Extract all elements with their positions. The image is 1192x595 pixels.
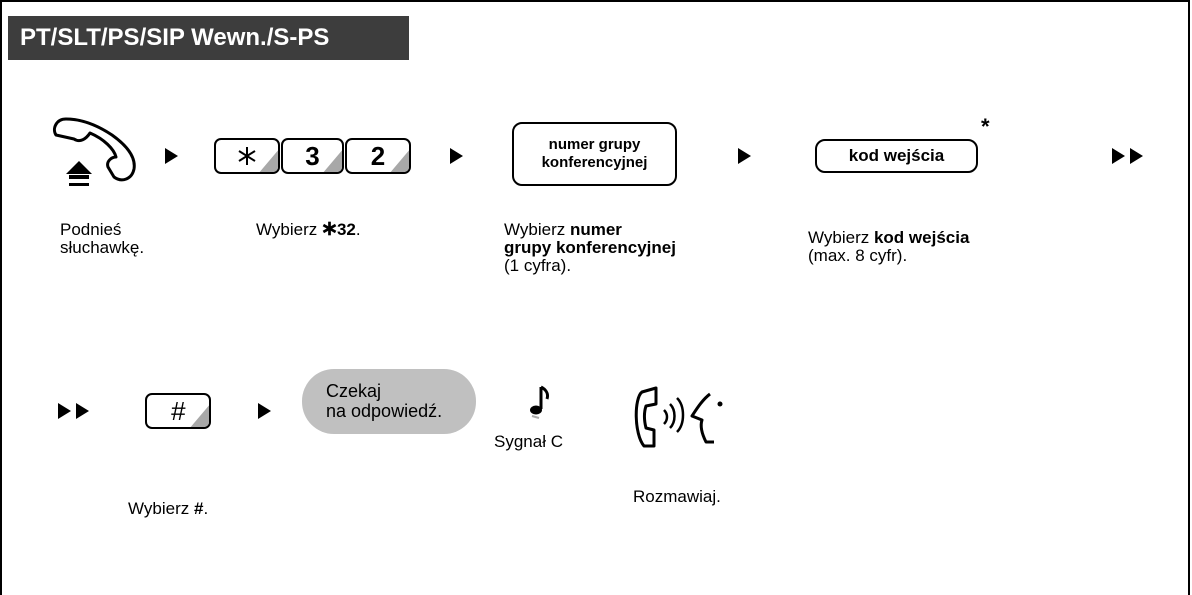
access-code-label: kod wejścia [848, 146, 945, 165]
double-arrow-1a [1112, 148, 1125, 164]
asterisk-icon [322, 221, 337, 236]
asterisk-icon [238, 147, 256, 165]
caption-offhook: Podnieś słuchawkę. [60, 220, 145, 257]
group-box-line1: numer grupy [548, 136, 641, 153]
key-3-label: 3 [305, 140, 320, 171]
caption-dial-star32: Wybierz 32. [256, 220, 361, 239]
arrow-1 [165, 148, 178, 164]
caption-group-number: Wybierz numer grupy konferencyjnej (1 cy… [504, 220, 676, 275]
access-code-asterisk: * [981, 114, 990, 139]
group-box-line2: konferencyjnej [541, 154, 648, 171]
key-hash-label: # [170, 395, 186, 426]
key-2: 2 [345, 138, 411, 174]
double-arrow-2b [76, 403, 89, 419]
talking-icon [634, 386, 723, 448]
key-3: 3 [281, 138, 344, 174]
caption-access-code: Wybierz kod wejścia (max. 8 cyfr). [808, 228, 970, 265]
tone-c-label: Sygnał C [494, 432, 563, 451]
caption-dial-hash: Wybierz #. [128, 499, 209, 518]
key-hash: # [145, 393, 211, 429]
handset-offhook-icon [52, 117, 136, 186]
arrow-3 [738, 148, 751, 164]
access-code-box: kod wejścia [815, 139, 978, 173]
double-arrow-1b [1130, 148, 1143, 164]
music-note-icon [530, 385, 549, 419]
caption-talk: Rozmawiaj. [633, 487, 721, 506]
group-number-box: numer grupy konferencyjnej [512, 122, 677, 186]
arrow-4 [258, 403, 271, 419]
wait-for-answer-pill: Czekaj na odpowiedź. [302, 369, 476, 434]
arrow-2 [450, 148, 463, 164]
key-star [214, 138, 280, 174]
diagram-title: PT/SLT/PS/SIP Wewn./S-PS [8, 16, 409, 60]
key-2-label: 2 [370, 140, 386, 171]
double-arrow-2a [58, 403, 71, 419]
